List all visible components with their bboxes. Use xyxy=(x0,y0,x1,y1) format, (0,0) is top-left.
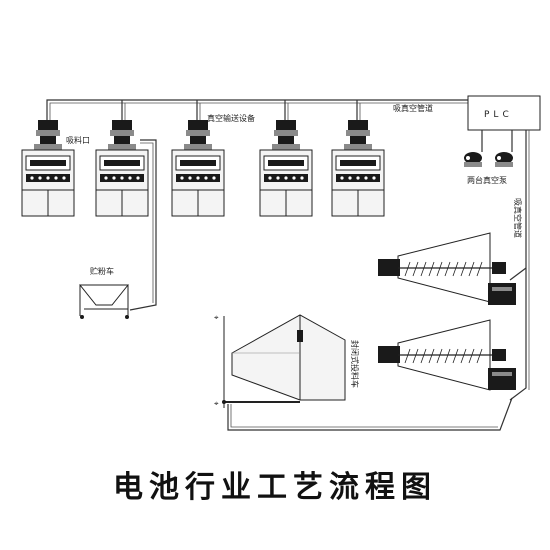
conveyor-unit-2 xyxy=(95,120,149,217)
conveyor-unit-5 xyxy=(331,120,385,217)
sealed-hopper-label: 封闭式投料车 xyxy=(350,340,360,388)
main-title: 电池行业工艺流程图 xyxy=(113,470,437,505)
right-vacuum-pipe xyxy=(509,130,530,401)
conveyor-unit-1 xyxy=(21,120,75,217)
vacuum-pump-2 xyxy=(495,130,513,167)
plc-controller: PLC xyxy=(467,95,541,131)
two-vacuum-pumps-label: 两台真空泵 xyxy=(467,175,507,185)
suction-pipe-to-cart xyxy=(129,139,157,311)
sealed-feeding-hopper: ⌖ ⌖ xyxy=(214,313,346,408)
vacuum-pipeline-vertical-label: 吸真空管道 xyxy=(513,198,523,238)
conical-mixer-upper xyxy=(378,232,516,305)
conveyor-unit-4 xyxy=(259,120,313,217)
conical-mixer-lower xyxy=(378,319,516,391)
suction-inlet-label: 吸料口 xyxy=(66,135,90,145)
vacuum-pump-1 xyxy=(464,130,483,167)
hopper-mark-bottom: ⌖ xyxy=(214,399,219,408)
hopper-mark-top: ⌖ xyxy=(214,313,219,322)
vacuum-pipeline-label: 吸真空管道 xyxy=(393,103,433,113)
conveyor-unit-3 xyxy=(171,120,225,217)
powder-cart-label: 贮粉车 xyxy=(90,266,114,276)
bottom-return-pipe xyxy=(227,397,513,431)
powder-cart xyxy=(78,284,130,319)
plc-label: PLC xyxy=(484,110,513,120)
vacuum-main-pipe xyxy=(46,99,468,122)
vacuum-conveyor-label: 真空输送设备 xyxy=(207,113,255,123)
